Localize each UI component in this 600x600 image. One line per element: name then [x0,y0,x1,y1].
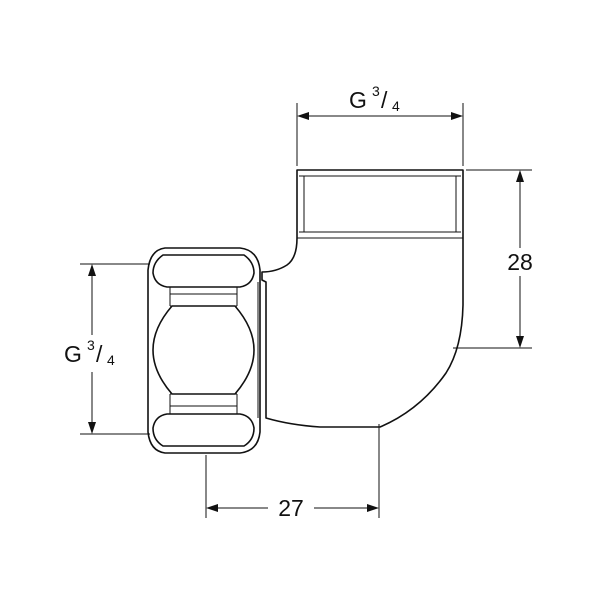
nut-upper-neck [169,287,238,307]
height-value: 28 [507,249,533,275]
arrowhead-side-bottom [88,422,96,434]
side-thread-numerator: 3 [87,337,95,353]
nut-outline [147,247,261,454]
nut-center-bulge [152,305,255,395]
side-thread-denominator: 4 [107,352,115,368]
arrowhead-height-top [516,170,524,182]
side-thread-slash: / [96,341,103,367]
dimension-side-thread: G 3 / 4 [64,263,150,435]
arrowhead-offset-left [206,504,218,512]
arrowhead-top-right [451,112,463,120]
arrowhead-offset-right [367,504,379,512]
arrowhead-side-top [88,264,96,276]
union-nut [147,247,261,454]
top-thread-letter: G [349,87,367,113]
dimension-height: 28 [453,169,533,349]
elbow-outer-contour [261,169,464,428]
top-thread-numerator: 3 [372,83,380,99]
side-thread-letter: G [64,341,82,367]
nut-lower-neck [169,393,238,414]
nut-top-pad [152,254,255,288]
dimension-offset: 27 [205,424,380,521]
top-thread-denominator: 4 [392,98,400,114]
arrowhead-height-bottom [516,336,524,348]
elbow-body [257,169,464,428]
arrowhead-top-left [297,112,309,120]
top-thread-slash: / [381,87,388,113]
nut-bottom-pad [152,413,255,447]
dimension-top-thread: G 3 / 4 [296,83,464,166]
offset-value: 27 [278,495,304,521]
